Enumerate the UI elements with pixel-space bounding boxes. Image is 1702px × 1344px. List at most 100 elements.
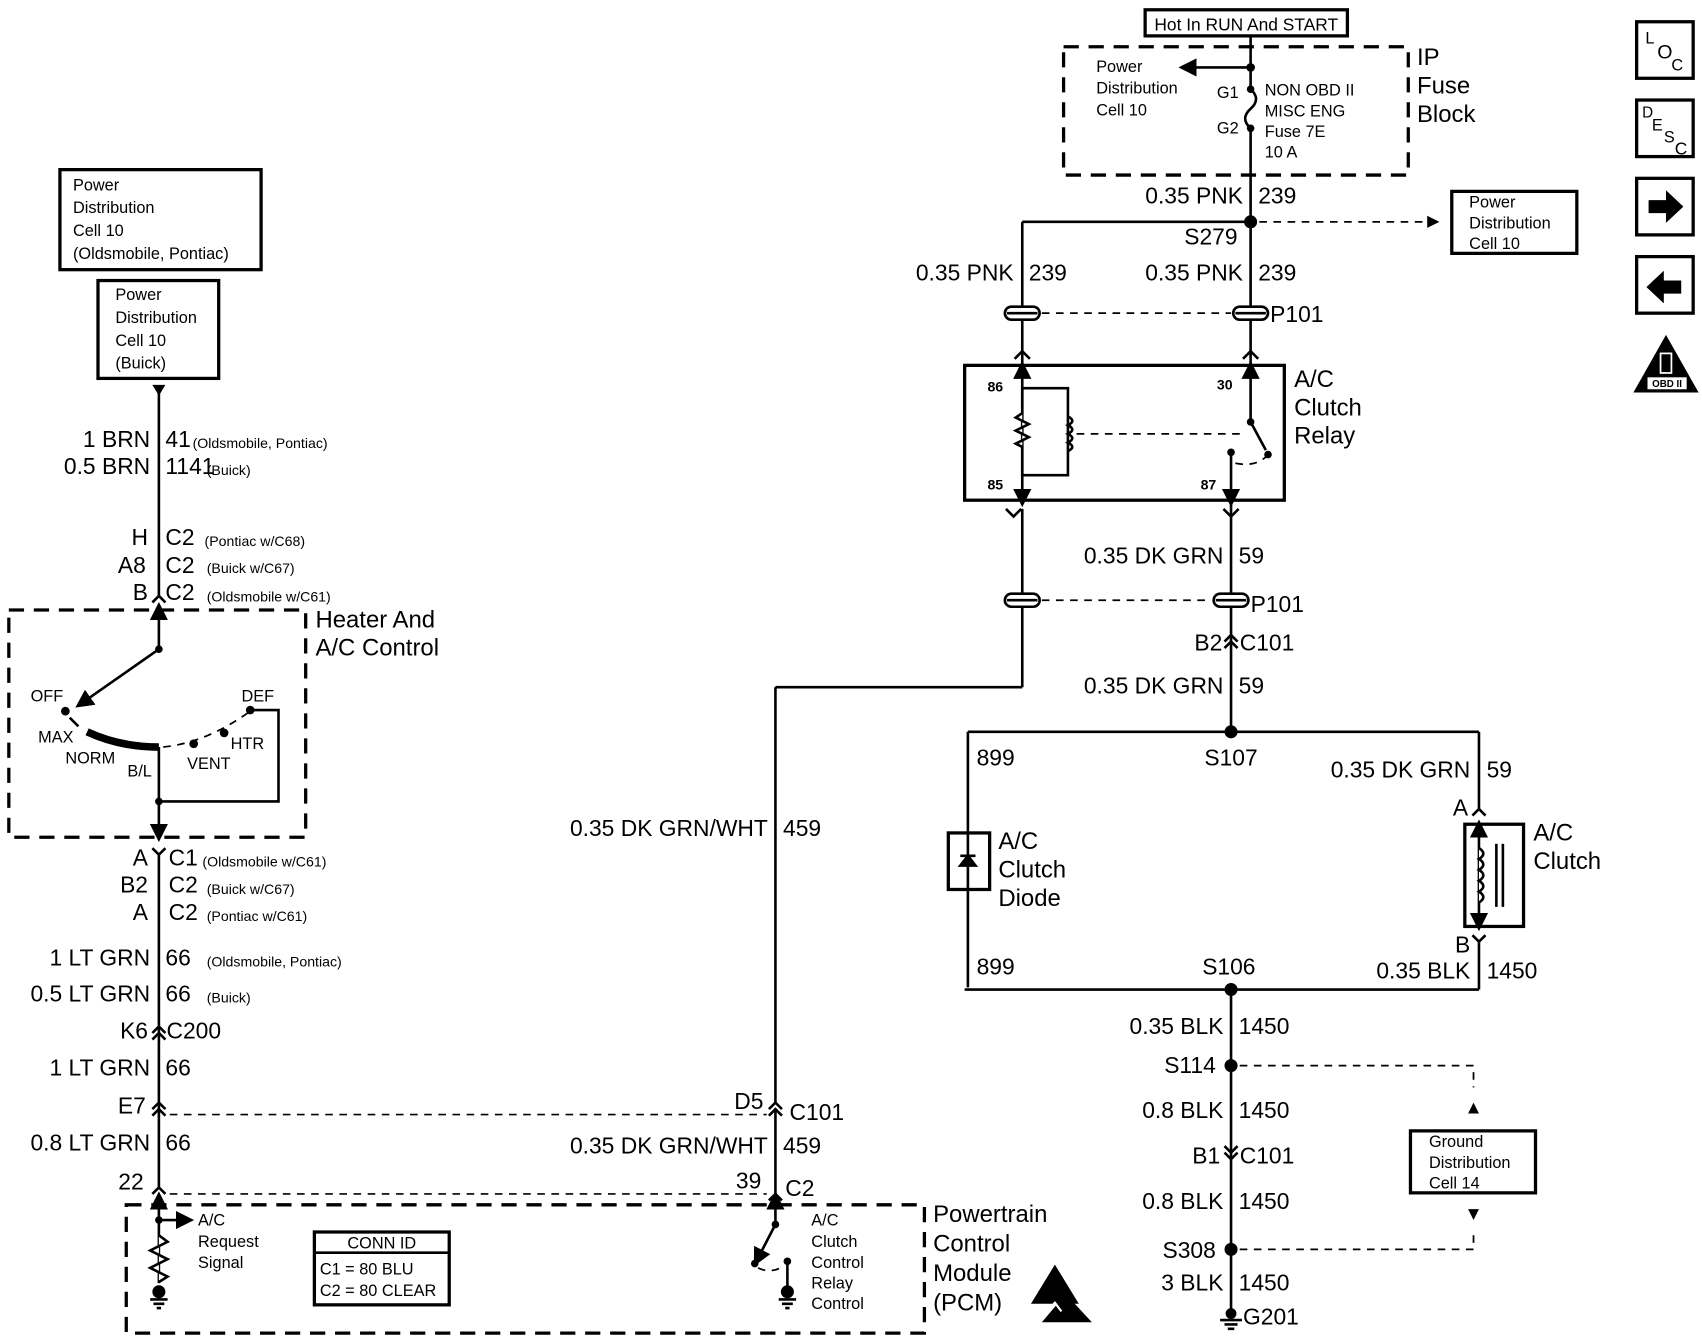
label: 39	[736, 1168, 761, 1194]
wire-segment	[1239, 1228, 1475, 1251]
label: C1	[169, 845, 198, 871]
label: (Oldsmobile w/C61)	[202, 854, 326, 870]
label: CONN ID	[347, 1234, 416, 1252]
wire-segment	[151, 1100, 167, 1117]
label: 0.8 BLK	[1142, 1188, 1223, 1214]
label: C101	[1240, 629, 1295, 655]
label: Cell 10	[1096, 101, 1147, 119]
label: G201	[1243, 1303, 1299, 1329]
label: (Pontiac w/C61)	[207, 908, 307, 924]
resistor-icon	[1012, 412, 1032, 449]
splice-dot	[1225, 1308, 1237, 1319]
label: (Buick w/C67)	[207, 881, 295, 897]
connector-c200: K6 C200	[120, 1017, 221, 1043]
label: Block	[1417, 101, 1476, 128]
label: D	[1642, 104, 1653, 121]
wire-segment	[1239, 1064, 1475, 1088]
label: 0.8 BLK	[1142, 1097, 1223, 1123]
nav-desc-button[interactable]: D E S C	[1634, 98, 1695, 158]
label: NON OBD II	[1265, 82, 1355, 100]
wire-segment	[85, 728, 159, 751]
connector-c101-b1: B1 C101	[1192, 1142, 1294, 1168]
splice-dot	[780, 1285, 794, 1299]
power-distribution-ref-oldsmobile-pontiac[interactable]: Power Distribution Cell 10 (Oldsmobile, …	[58, 168, 263, 272]
label: (Oldsmobile, Pontiac)	[193, 435, 328, 451]
label: C2	[785, 1175, 814, 1201]
wire-segment	[1223, 633, 1239, 650]
ground-g201-icon	[1220, 1308, 1242, 1331]
label: Distribution	[1469, 214, 1551, 232]
label: S	[1664, 128, 1675, 146]
label: Signal	[198, 1254, 243, 1272]
splice-dot	[1246, 63, 1255, 72]
label: DEF	[242, 687, 275, 705]
label: K6	[120, 1017, 148, 1043]
wire-segment	[1013, 349, 1260, 360]
ip-fuse-block: IP Fuse Block Power Distribution Cell 10…	[1061, 35, 1476, 222]
label: B	[133, 579, 148, 605]
label: O	[1657, 42, 1672, 64]
wire-segment	[151, 594, 167, 604]
label: OFF	[31, 687, 64, 705]
label: 0.5 LT GRN	[30, 980, 150, 1006]
label: A/C	[998, 828, 1038, 855]
label: 0.35 DK GRN	[1084, 542, 1224, 568]
nav-prev-button[interactable]	[1634, 254, 1695, 315]
label: 30	[1217, 376, 1233, 392]
label: 1 LT GRN	[50, 1054, 151, 1080]
label: P101	[1270, 301, 1323, 327]
label: A	[133, 899, 149, 925]
label: 1 LT GRN	[50, 945, 151, 971]
label: 1450	[1239, 1188, 1290, 1214]
power-distribution-ref-right[interactable]: Power Distribution Cell 10	[1450, 189, 1579, 255]
splice-dot	[152, 1285, 166, 1299]
wire-segment	[1223, 1145, 1239, 1161]
obd-ii-icon[interactable]: OBD II	[1633, 334, 1699, 393]
label: 3 BLK	[1161, 1270, 1223, 1296]
heater-ac-control: Heater And A/C Control OFF MAX NORM B/L …	[7, 601, 439, 843]
label: OBD II	[1652, 379, 1682, 390]
nav-loc-button[interactable]: L O C	[1634, 20, 1695, 80]
nav-next-button[interactable]	[1634, 176, 1695, 237]
splice-s114	[1224, 1059, 1238, 1073]
label: Hot In RUN And START	[1154, 14, 1338, 34]
label: A/C	[811, 1211, 838, 1229]
label: 0.35 BLK	[1130, 1013, 1224, 1039]
wire-segment	[1659, 352, 1673, 374]
label: C	[1671, 57, 1683, 75]
label: (Pontiac w/C68)	[205, 533, 305, 549]
label: Clutch	[811, 1233, 857, 1251]
label: VENT	[187, 755, 231, 773]
label: Cell 10	[115, 332, 166, 350]
wire-segment	[1020, 386, 1070, 477]
label: P101	[1251, 591, 1304, 617]
wire-segment	[778, 1298, 797, 1310]
label: 41	[165, 426, 190, 452]
wire-segment	[151, 847, 167, 857]
label: 66	[165, 1129, 190, 1155]
wire-segment	[158, 708, 280, 803]
label: C	[1675, 138, 1688, 158]
label: Cell 14	[1429, 1175, 1480, 1193]
label: S114	[1164, 1052, 1216, 1078]
connector-c2-top: H C2 (Pontiac w/C68) A8 C2 (Buick w/C67)…	[118, 524, 331, 605]
label: 10 A	[1265, 144, 1298, 162]
label: Distribution	[73, 199, 155, 217]
label: (Buick)	[115, 355, 166, 373]
label: 22	[118, 1169, 143, 1195]
label: S279	[1184, 224, 1237, 250]
label: 1141	[165, 453, 214, 479]
label: Clutch	[998, 857, 1066, 884]
label: Ground	[1429, 1133, 1483, 1151]
power-distribution-ref-buick[interactable]: Power Distribution Cell 10 (Buick)	[96, 278, 221, 381]
label: 59	[1487, 756, 1512, 782]
wire-segment	[124, 1203, 927, 1335]
label: 66	[165, 980, 190, 1006]
ground-distribution-ref[interactable]: Ground Distribution Cell 14	[1408, 1129, 1538, 1195]
label: NORM	[65, 749, 115, 767]
label: IP	[1417, 44, 1440, 71]
label: 85	[987, 476, 1003, 492]
label: Fuse	[1417, 73, 1470, 100]
splice-dot	[189, 739, 199, 749]
connector-c101-e7: E7	[118, 1092, 167, 1118]
